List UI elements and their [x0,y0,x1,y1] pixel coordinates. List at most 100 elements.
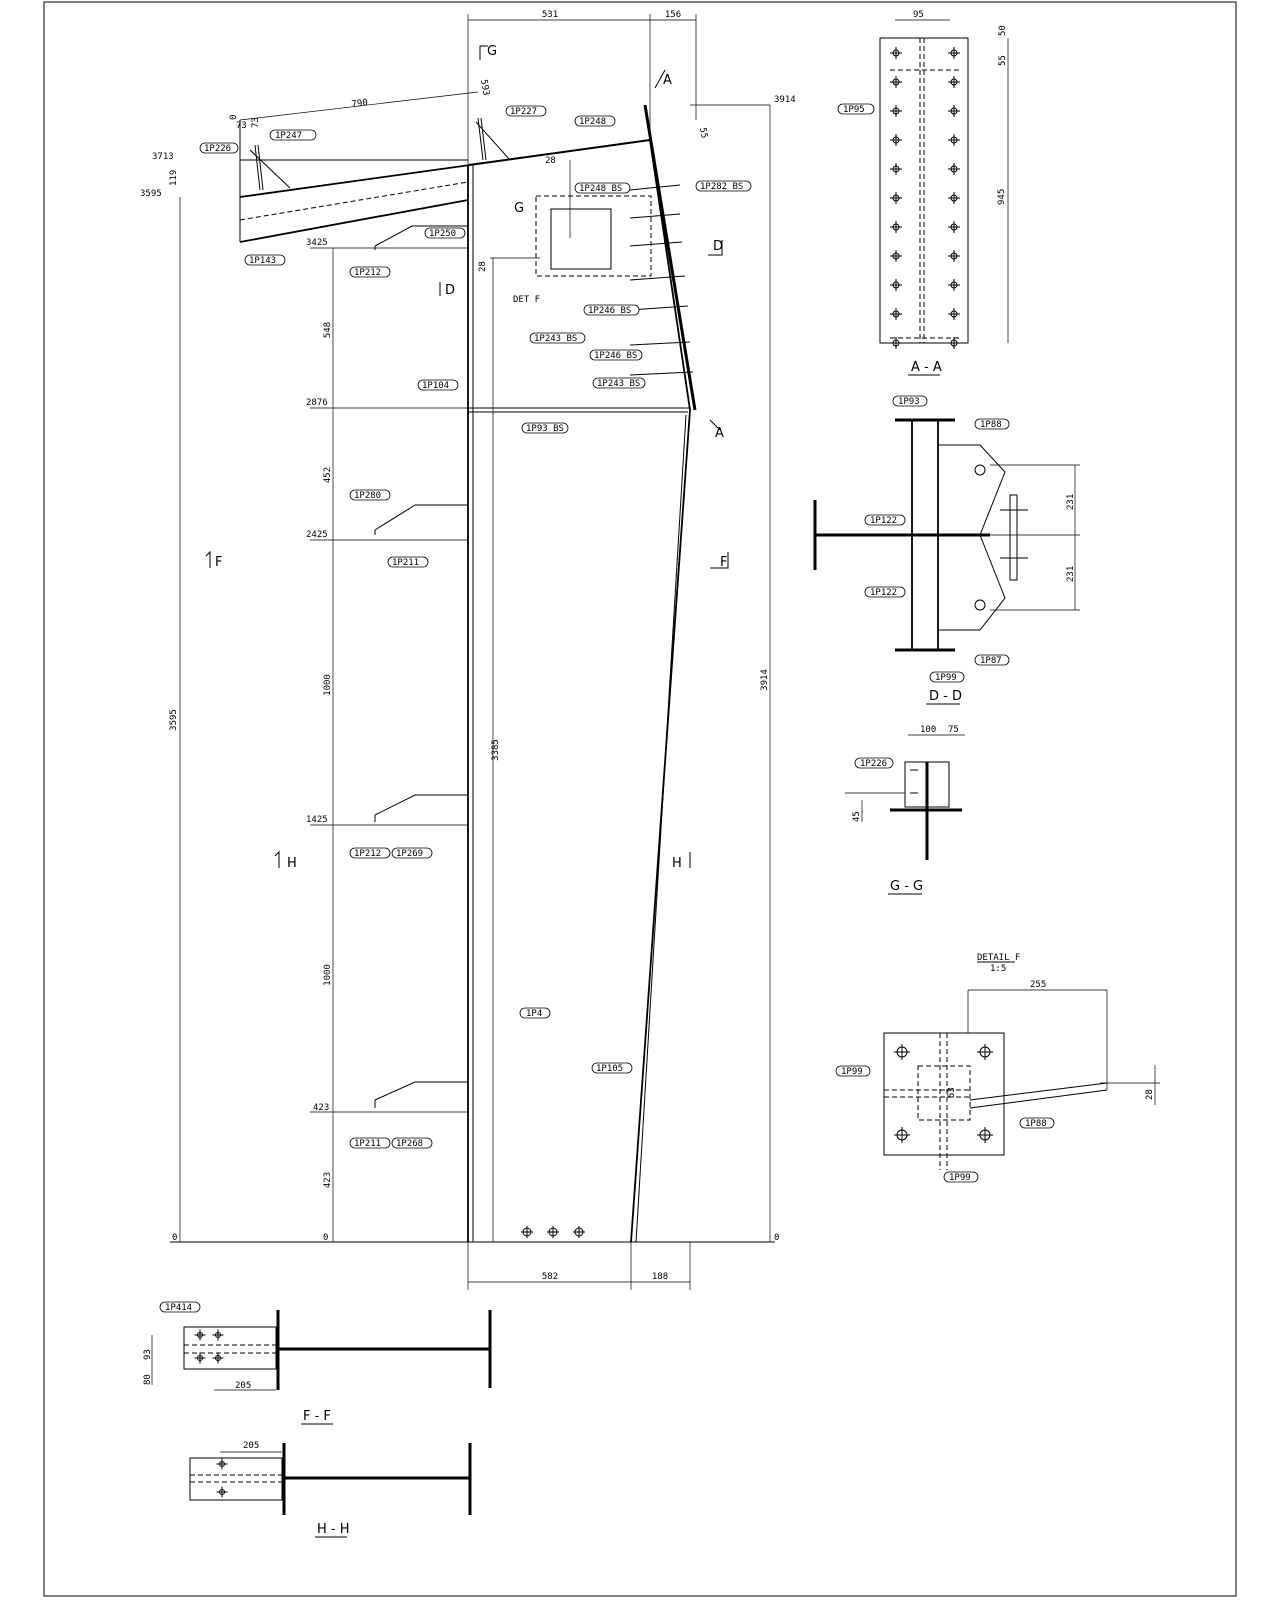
tag-1p247: 1P247 [275,131,302,141]
section-mark-d-right: D [713,239,723,254]
level-2876: 2876 [306,398,328,408]
dd-hole-2 [974,599,986,611]
spacing-452: 452 [323,467,333,483]
section-mark-f-right: F [720,555,727,570]
level-0-mid: 0 [323,1233,328,1243]
section-mark-h-left: H [287,856,297,871]
bolt-hole-icon-cross [890,76,902,88]
bracket-4 [374,1081,468,1108]
tag-1p243-bs-2: 1P243 BS [597,379,640,389]
bolt-hole-icon-cross [948,134,960,146]
det-f-dim-2: 28 [478,261,488,272]
rafter-d119: 119 [169,170,179,186]
ff-tag: 1P414 [165,1303,192,1313]
level-423: 423 [313,1103,329,1113]
tag-1p93-bs: 1P93 BS [526,424,564,434]
aa-dim-945: 945 [997,189,1007,205]
ff-bolt-holes [194,1329,224,1364]
sheet-border [43,1,1237,1597]
detail-f [883,989,1160,1170]
rafter-d0: 0 [229,115,239,120]
dd-tag-1p93: 1P93 [898,397,920,407]
bolt-hole-icon-cross [890,221,902,233]
tag-1p248-bs: 1P248 BS [579,184,622,194]
rafter-d593: 593 [478,79,491,97]
bolt-hole-icon-cross [212,1329,224,1341]
detf-dim-255: 255 [1030,980,1046,990]
spacing-1000-a: 1000 [323,674,333,696]
rafter-d55: 55 [697,127,709,139]
section-aa [879,19,1009,349]
rafter-bottom-flange [239,199,469,243]
detail-f-callout-box [535,195,652,277]
det-f-dim-1: 28 [545,156,556,166]
dd-gusset [938,444,1006,631]
dim-top-2: 156 [665,10,681,20]
tag-1p280: 1P280 [354,491,381,501]
rafter-top-flange [239,139,651,198]
detf-dim-28: 28 [1145,1089,1155,1100]
bolt-hole-icon-cross [948,163,960,175]
tag-1p211-a: 1P211 [392,558,419,568]
level-top-right: 3914 [774,95,796,105]
dd-tags: 1P93 1P88 1P122 1P122 1P87 1P99 [864,395,1010,683]
bolt-hole-icon-cross [890,250,902,262]
tag-1p250: 1P250 [429,229,456,239]
rafter-d2: 73 [251,117,261,128]
spacing-548: 548 [323,322,333,338]
dd-dim-231-b: 231 [1066,566,1076,582]
aa-tag: 1P95 [843,105,865,115]
bracket-2 [374,504,468,535]
end-plate-bolts [629,184,694,376]
aa-dim-55: 55 [998,55,1008,66]
section-mark-g-top: G [487,44,497,59]
dim-top-1: 531 [542,10,558,20]
detf-bolt-holes [894,1044,993,1143]
bolt-hole-icon-cross [216,1486,228,1498]
tag-1p243-bs-1: 1P243 BS [534,334,577,344]
detf-tag-1p99-a: 1P99 [841,1067,863,1077]
tag-1p246-bs-2: 1P246 BS [594,351,637,361]
ff-dim-205: 205 [235,1381,251,1391]
tag-1p212-b: 1P212 [354,849,381,859]
gg-dim-75: 75 [948,725,959,735]
ff-title: F - F [303,1409,331,1424]
bolt-hole-icon-cross [948,250,960,262]
aa-tag-frame [837,103,875,115]
tag-1p4: 1P4 [526,1009,542,1019]
elevation-view [170,14,775,1290]
dd-tag-1p88: 1P88 [980,420,1002,430]
height-overall-left: 3595 [169,709,179,731]
gg-dim-100: 100 [920,725,936,735]
section-arrows [205,45,729,868]
rafter-dim-line [239,91,479,121]
bolt-hole-icon-cross [216,1458,228,1470]
ff-dim-93: 93 [143,1349,153,1360]
ff-tag-frame [159,1301,201,1313]
dd-title: D - D [929,689,962,704]
section-mark-h-right: H [672,856,682,871]
aa-title: A - A [911,360,942,375]
detf-dim-53: 53 [947,1087,957,1098]
level-2425: 2425 [306,530,328,540]
bolt-hole-icon-cross [894,1044,910,1060]
height-overall-right: 3914 [760,669,770,691]
detf-title: DETAIL F [977,953,1020,963]
base-anchor-bolts [521,1226,585,1238]
tag-1p227: 1P227 [510,107,537,117]
dd-end-plate [1009,494,1018,581]
section-mark-a-bottom: A [715,426,724,441]
dd-tag-1p122-b: 1P122 [870,588,897,598]
bolt-hole-icon-cross [890,163,902,175]
detf-scale: 1:5 [990,964,1006,974]
bolt-hole-icon-cross [948,221,960,233]
section-dd [813,418,1080,652]
ff-dim-80: 80 [143,1374,153,1385]
tag-1p211-b: 1P211 [354,1139,381,1149]
aa-dim-50: 50 [998,25,1008,36]
gg-tag-frame [854,757,894,769]
dd-tag-1p87: 1P87 [980,656,1002,666]
level-3595: 3595 [140,189,162,199]
ff-plate [183,1326,277,1370]
